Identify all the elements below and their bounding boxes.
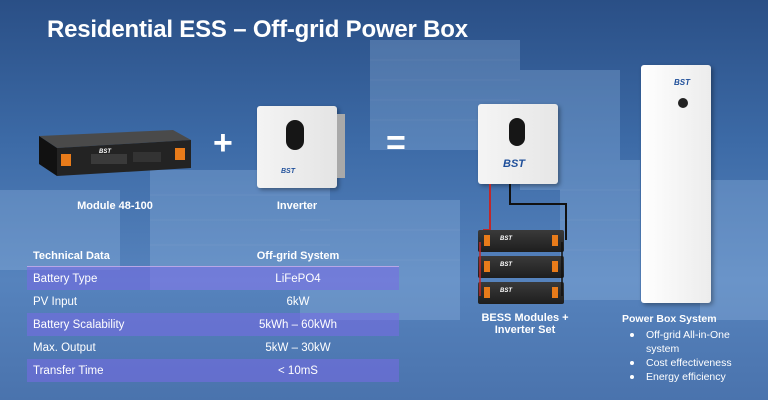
module-caption: Module 48-100 [77, 200, 153, 212]
bess-stack-icon: BST BST BST [478, 230, 564, 306]
list-item: Cost effectiveness [622, 356, 762, 370]
table-row: PV Input 6kW [27, 290, 399, 313]
power-box-features: Power Box System Off-grid All-in-One sys… [622, 313, 762, 384]
bess-module-details: BST BST BST [479, 235, 563, 298]
inverter-display-window [286, 120, 304, 150]
table-row: Battery Type LiFePO4 [27, 267, 399, 290]
bess-module [478, 256, 564, 278]
set-inverter-display-window [509, 118, 525, 146]
table-header: Technical Data Off-grid System [27, 244, 399, 267]
inverter-logo: BST [281, 168, 295, 175]
bess-module [478, 230, 564, 252]
svg-text:BST: BST [99, 149, 112, 155]
cabinet-logo: BST [674, 78, 690, 87]
row-value: 5kWh – 60kWh [259, 318, 337, 331]
list-item: Off-grid All-in-One [622, 328, 762, 342]
list-item: Energy efficiency [622, 370, 762, 384]
svg-text:BST: BST [500, 236, 513, 242]
row-label: Battery Type [33, 272, 98, 285]
equals-sign: = [386, 124, 406, 162]
set-inverter-logo: BST [503, 158, 525, 170]
inverter-icon: BST [257, 106, 345, 188]
bess-caption-line1: BESS Modules + [481, 312, 569, 324]
row-value: 5kW – 30kW [265, 341, 331, 354]
row-value: LiFePO4 [275, 272, 321, 285]
header-off-grid-system: Off-grid System [256, 249, 340, 262]
table-row: Transfer Time < 10mS [27, 359, 399, 382]
row-label: Max. Output [33, 341, 96, 354]
bess-set-caption: BESS Modules + Inverter Set [470, 312, 580, 336]
row-label: PV Input [33, 295, 78, 308]
row-value: < 10mS [278, 364, 318, 377]
battery-module-icon: BST [39, 130, 191, 176]
table-row: Max. Output 5kW – 30kW [27, 336, 399, 359]
bess-caption-line2: Inverter Set [494, 324, 556, 336]
plus-sign: + [213, 124, 233, 162]
spec-table: Technical Data Off-grid System Battery T… [27, 244, 399, 382]
cabinet-knob [678, 98, 688, 108]
svg-text:BST: BST [500, 262, 513, 268]
bess-module [478, 282, 564, 304]
power-box-cabinet-icon: BST [641, 65, 711, 303]
row-label: Battery Scalability [33, 318, 125, 331]
row-label: Transfer Time [33, 364, 104, 377]
row-value: 6kW [286, 295, 310, 308]
inverter-caption: Inverter [276, 200, 318, 212]
list-item-continuation: system [646, 343, 680, 355]
power-box-heading: Power Box System [622, 313, 717, 325]
set-inverter-icon: BST [478, 104, 558, 184]
svg-text:BST: BST [500, 288, 513, 294]
header-technical-data: Technical Data [33, 249, 110, 262]
feature-list: Off-grid All-in-One system Cost effectiv… [622, 328, 762, 384]
table-row: Battery Scalability 5kWh – 60kWh [27, 313, 399, 336]
inverter-heatsink [337, 114, 345, 178]
page-title: Residential ESS – Off-grid Power Box [47, 16, 468, 43]
